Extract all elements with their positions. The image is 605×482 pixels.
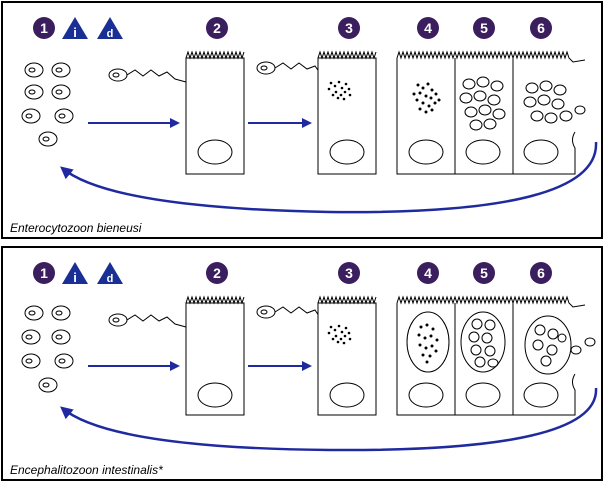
mature-spores: [532, 324, 596, 367]
step-badge-4: 4: [417, 17, 439, 39]
cell-nucleus: [329, 382, 365, 408]
parasitophorous-vacuole: [524, 315, 572, 375]
infective-symbol: i: [73, 25, 77, 40]
parasitophorous-vacuole: [460, 311, 506, 373]
step-number: 6: [537, 20, 545, 36]
step-badge-4: 4: [417, 262, 439, 284]
step-number: 3: [345, 265, 353, 281]
return-arrow: [60, 387, 598, 452]
step-number: 6: [537, 265, 545, 281]
sporoplasm-dots: [327, 324, 352, 345]
step-badge-6: 6: [530, 17, 552, 39]
diagnostic-symbol: d: [107, 273, 114, 285]
host-cell-3: [317, 50, 377, 175]
diagnostic-symbol: d: [107, 28, 114, 40]
step-number: 2: [213, 265, 221, 281]
step-number: 5: [480, 265, 488, 281]
cell-nucleus: [197, 139, 233, 165]
step-badge-1: 1: [33, 17, 55, 39]
germinating-spore: [108, 313, 187, 328]
step-badge-5: 5: [473, 262, 495, 284]
sporoblasts: [459, 76, 506, 131]
panel-caption: Encephalitozoon intestinalis*: [10, 463, 163, 477]
step-number: 2: [213, 20, 221, 36]
panel-frame: [1, 1, 603, 239]
germinating-spore: [256, 61, 326, 81]
sporoblasts: [468, 318, 499, 368]
step-badge-3: 3: [338, 17, 360, 39]
infective-stage-icon: i: [62, 17, 88, 40]
step-badge-5: 5: [473, 17, 495, 39]
step-number: 1: [40, 20, 48, 36]
step-number: 1: [40, 265, 48, 281]
host-cell-3: [317, 295, 377, 416]
host-cell-2: [185, 295, 245, 416]
mature-spores: [523, 80, 586, 124]
spore-cluster: [21, 305, 74, 393]
panel-caption: Enterocytozoon bieneusi: [10, 221, 142, 235]
step-badge-6: 6: [530, 262, 552, 284]
infective-symbol: i: [73, 270, 77, 285]
spore-cluster: [21, 62, 74, 147]
diagnostic-stage-icon: d: [97, 262, 123, 285]
panel-enterocytozoon: 1 i d 2: [1, 1, 603, 239]
step-badge-2: 2: [206, 262, 228, 284]
sporoplasm-dots: [327, 80, 352, 101]
panel-frame: [1, 246, 603, 481]
cell-nucleus: [329, 139, 365, 165]
cell-nucleus: [197, 382, 233, 408]
host-cell-row: [396, 295, 586, 416]
diagnostic-stage-icon: d: [97, 17, 123, 40]
step-number: 4: [424, 20, 432, 36]
host-cell-2: [185, 50, 245, 175]
return-arrow: [60, 141, 598, 214]
infective-stage-icon: i: [62, 262, 88, 285]
meront-dots: [417, 323, 439, 364]
step-number: 3: [345, 20, 353, 36]
step-number: 4: [424, 265, 432, 281]
step-badge-1: 1: [33, 262, 55, 284]
panel-encephalitozoon: 1 i d 2: [1, 246, 603, 481]
host-cell-row: [396, 50, 586, 175]
step-badge-3: 3: [338, 262, 360, 284]
germinating-spore: [108, 68, 187, 83]
step-number: 5: [480, 20, 488, 36]
step-badge-2: 2: [206, 17, 228, 39]
parasitophorous-vacuole: [406, 311, 450, 373]
germinating-spore: [256, 305, 326, 326]
meront-dots: [412, 82, 441, 114]
